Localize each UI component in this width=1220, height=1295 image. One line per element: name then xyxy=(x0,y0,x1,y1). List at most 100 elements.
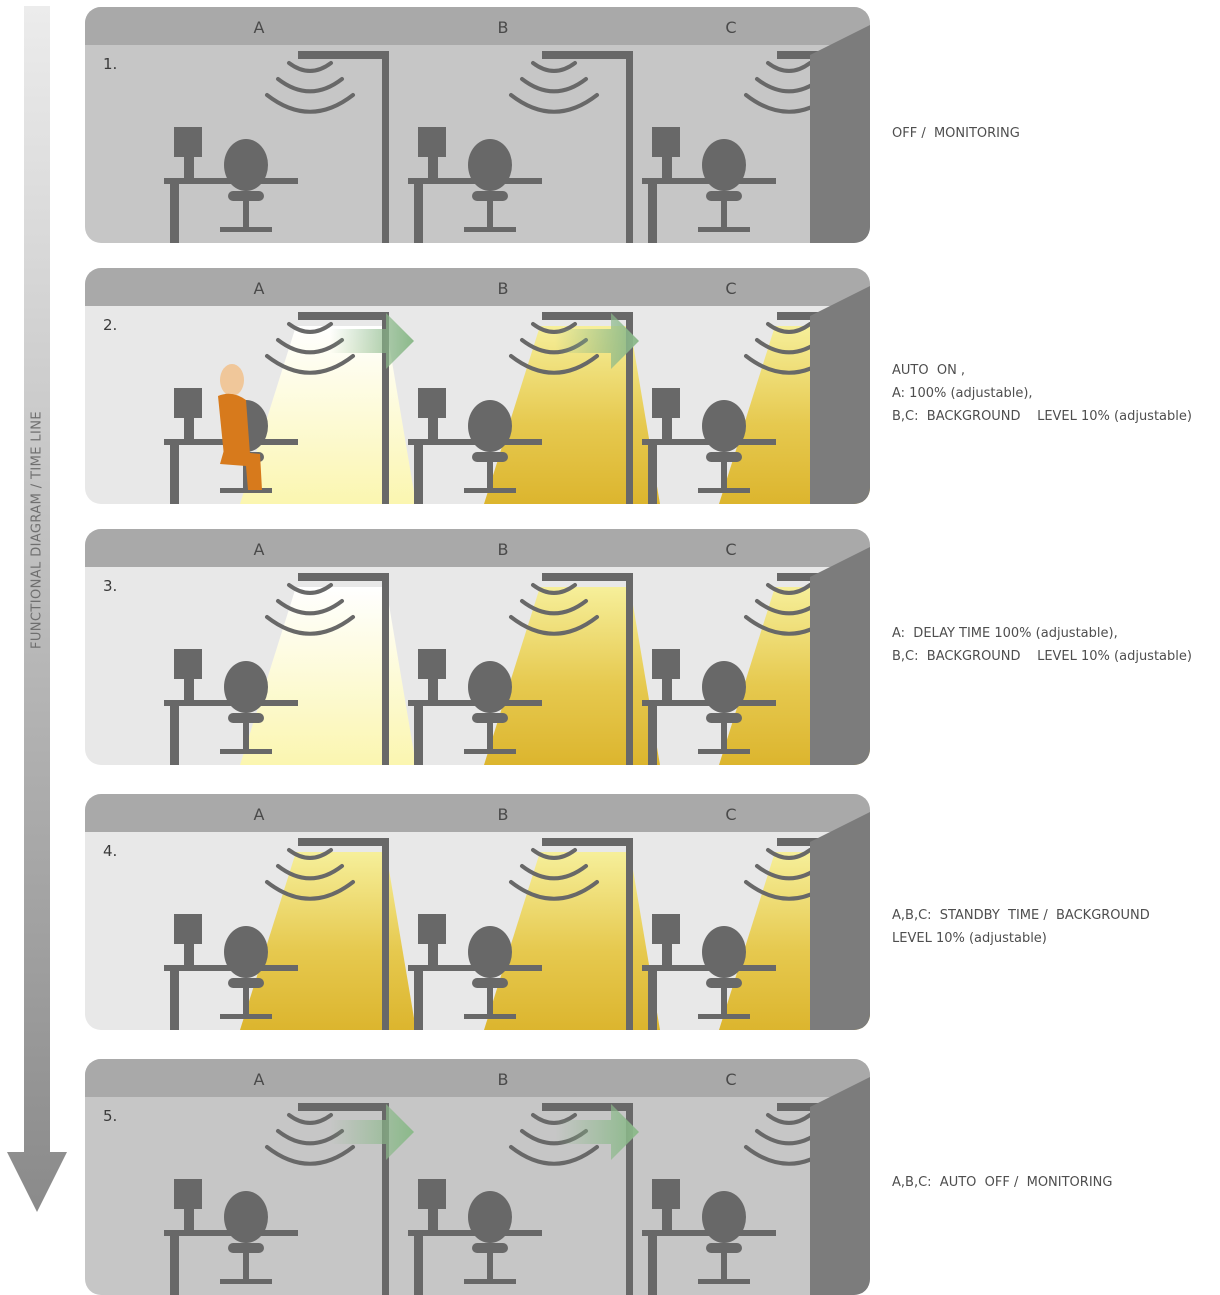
ceiling-lamp-icon xyxy=(298,1103,388,1111)
chair-post xyxy=(487,1253,493,1279)
sensor-wave-icon xyxy=(287,1113,333,1125)
column-label-b: B xyxy=(497,1070,509,1089)
ceiling-lamp-icon xyxy=(542,51,632,59)
sensor-wave-icon xyxy=(520,77,588,94)
chair-base xyxy=(698,749,750,754)
chair-post xyxy=(721,988,727,1014)
chair-post xyxy=(487,988,493,1014)
monitor-stand xyxy=(662,679,672,701)
scene-description: A: DELAY TIME 100% (adjustable), B,C: BA… xyxy=(892,626,1192,664)
monitor-stand xyxy=(184,944,194,966)
monitor-icon xyxy=(418,388,446,418)
arrow-a-to-b-icon xyxy=(330,313,414,369)
panel-side-wall xyxy=(810,25,870,243)
sensor-wave-icon xyxy=(531,583,577,595)
chair-base xyxy=(464,1279,516,1284)
chair-back-icon xyxy=(468,400,512,452)
chair-seat xyxy=(706,978,742,988)
sensor-wave-icon xyxy=(265,880,355,901)
monitor-stand xyxy=(662,418,672,440)
arrow-b-to-c-icon xyxy=(555,1104,639,1160)
scene-illustration xyxy=(85,1059,870,1295)
monitor-stand xyxy=(428,157,438,179)
chair-base xyxy=(220,1279,272,1284)
sensor-wave-icon xyxy=(265,354,355,375)
chair-base xyxy=(464,488,516,493)
chair-back-icon xyxy=(224,926,268,978)
chair-seat xyxy=(472,452,508,462)
chair-base xyxy=(220,227,272,232)
column-label-a: A xyxy=(253,1070,265,1089)
chair-back-icon xyxy=(702,661,746,713)
chair-back-icon xyxy=(468,139,512,191)
partition-pole xyxy=(626,838,633,1030)
chair-seat xyxy=(706,452,742,462)
panel-header xyxy=(85,794,870,832)
panel-side-wall xyxy=(810,547,870,765)
panel-header xyxy=(85,1059,870,1097)
desk-leg xyxy=(414,445,423,504)
partition-pole xyxy=(626,573,633,765)
monitor-icon xyxy=(418,1179,446,1209)
chair-back-icon xyxy=(468,926,512,978)
panel-header xyxy=(85,529,870,567)
chair-post xyxy=(243,462,249,488)
partition-pole xyxy=(382,573,389,765)
monitor-stand xyxy=(184,157,194,179)
sensor-wave-icon xyxy=(531,322,577,334)
sensor-wave-icon xyxy=(276,864,344,881)
chair-seat xyxy=(472,713,508,723)
desk-leg xyxy=(414,971,423,1030)
chair-seat xyxy=(228,191,264,201)
sensor-wave-icon xyxy=(265,1145,355,1166)
chair-post xyxy=(487,462,493,488)
sensor-wave-icon xyxy=(509,615,599,636)
scene-illustration xyxy=(85,794,870,1030)
chair-base xyxy=(464,749,516,754)
desk-leg xyxy=(648,184,657,243)
ceiling-lamp-icon xyxy=(298,573,388,581)
scene-description: OFF / MONITORING xyxy=(892,126,1020,141)
timeline-label: FUNCTIONAL DIAGRAM / TIME LINE xyxy=(29,411,45,649)
room-background xyxy=(85,7,870,243)
sensor-wave-icon xyxy=(766,322,812,334)
arrow-a-to-b-icon xyxy=(330,1104,414,1160)
ceiling-lamp-icon xyxy=(298,312,388,320)
chair-seat xyxy=(228,1243,264,1253)
light-cone-background xyxy=(240,852,416,1030)
chair-back-icon xyxy=(468,1191,512,1243)
scene-illustration xyxy=(85,7,870,243)
monitor-icon xyxy=(174,127,202,157)
chair-post xyxy=(721,462,727,488)
person-leg-icon xyxy=(220,450,262,490)
sensor-wave-icon xyxy=(287,583,333,595)
chair-seat xyxy=(706,191,742,201)
ceiling-lamp-icon xyxy=(298,51,388,59)
sensor-wave-icon xyxy=(766,848,812,860)
chair-back-icon xyxy=(702,139,746,191)
sensor-wave-icon xyxy=(509,880,599,901)
sensor-wave-icon xyxy=(531,848,577,860)
monitor-icon xyxy=(418,649,446,679)
chair-post xyxy=(243,723,249,749)
monitor-stand xyxy=(428,418,438,440)
chair-back-icon xyxy=(702,926,746,978)
monitor-icon xyxy=(652,649,680,679)
scene-number: 1. xyxy=(103,55,118,73)
partition-pole xyxy=(626,1103,633,1295)
chair-back-icon xyxy=(224,1191,268,1243)
scene-number: 5. xyxy=(103,1107,118,1125)
scene-description: AUTO ON , A: 100% (adjustable), B,C: BAC… xyxy=(892,363,1192,424)
sensor-wave-icon xyxy=(265,615,355,636)
monitor-stand xyxy=(662,944,672,966)
scene-illustration xyxy=(85,529,870,765)
chair-base xyxy=(698,488,750,493)
panel-header xyxy=(85,7,870,45)
ceiling-lamp-icon xyxy=(542,1103,632,1111)
monitor-icon xyxy=(652,127,680,157)
chair-seat xyxy=(228,978,264,988)
sensor-wave-icon xyxy=(287,61,333,73)
monitor-stand xyxy=(184,418,194,440)
monitor-stand xyxy=(662,157,672,179)
